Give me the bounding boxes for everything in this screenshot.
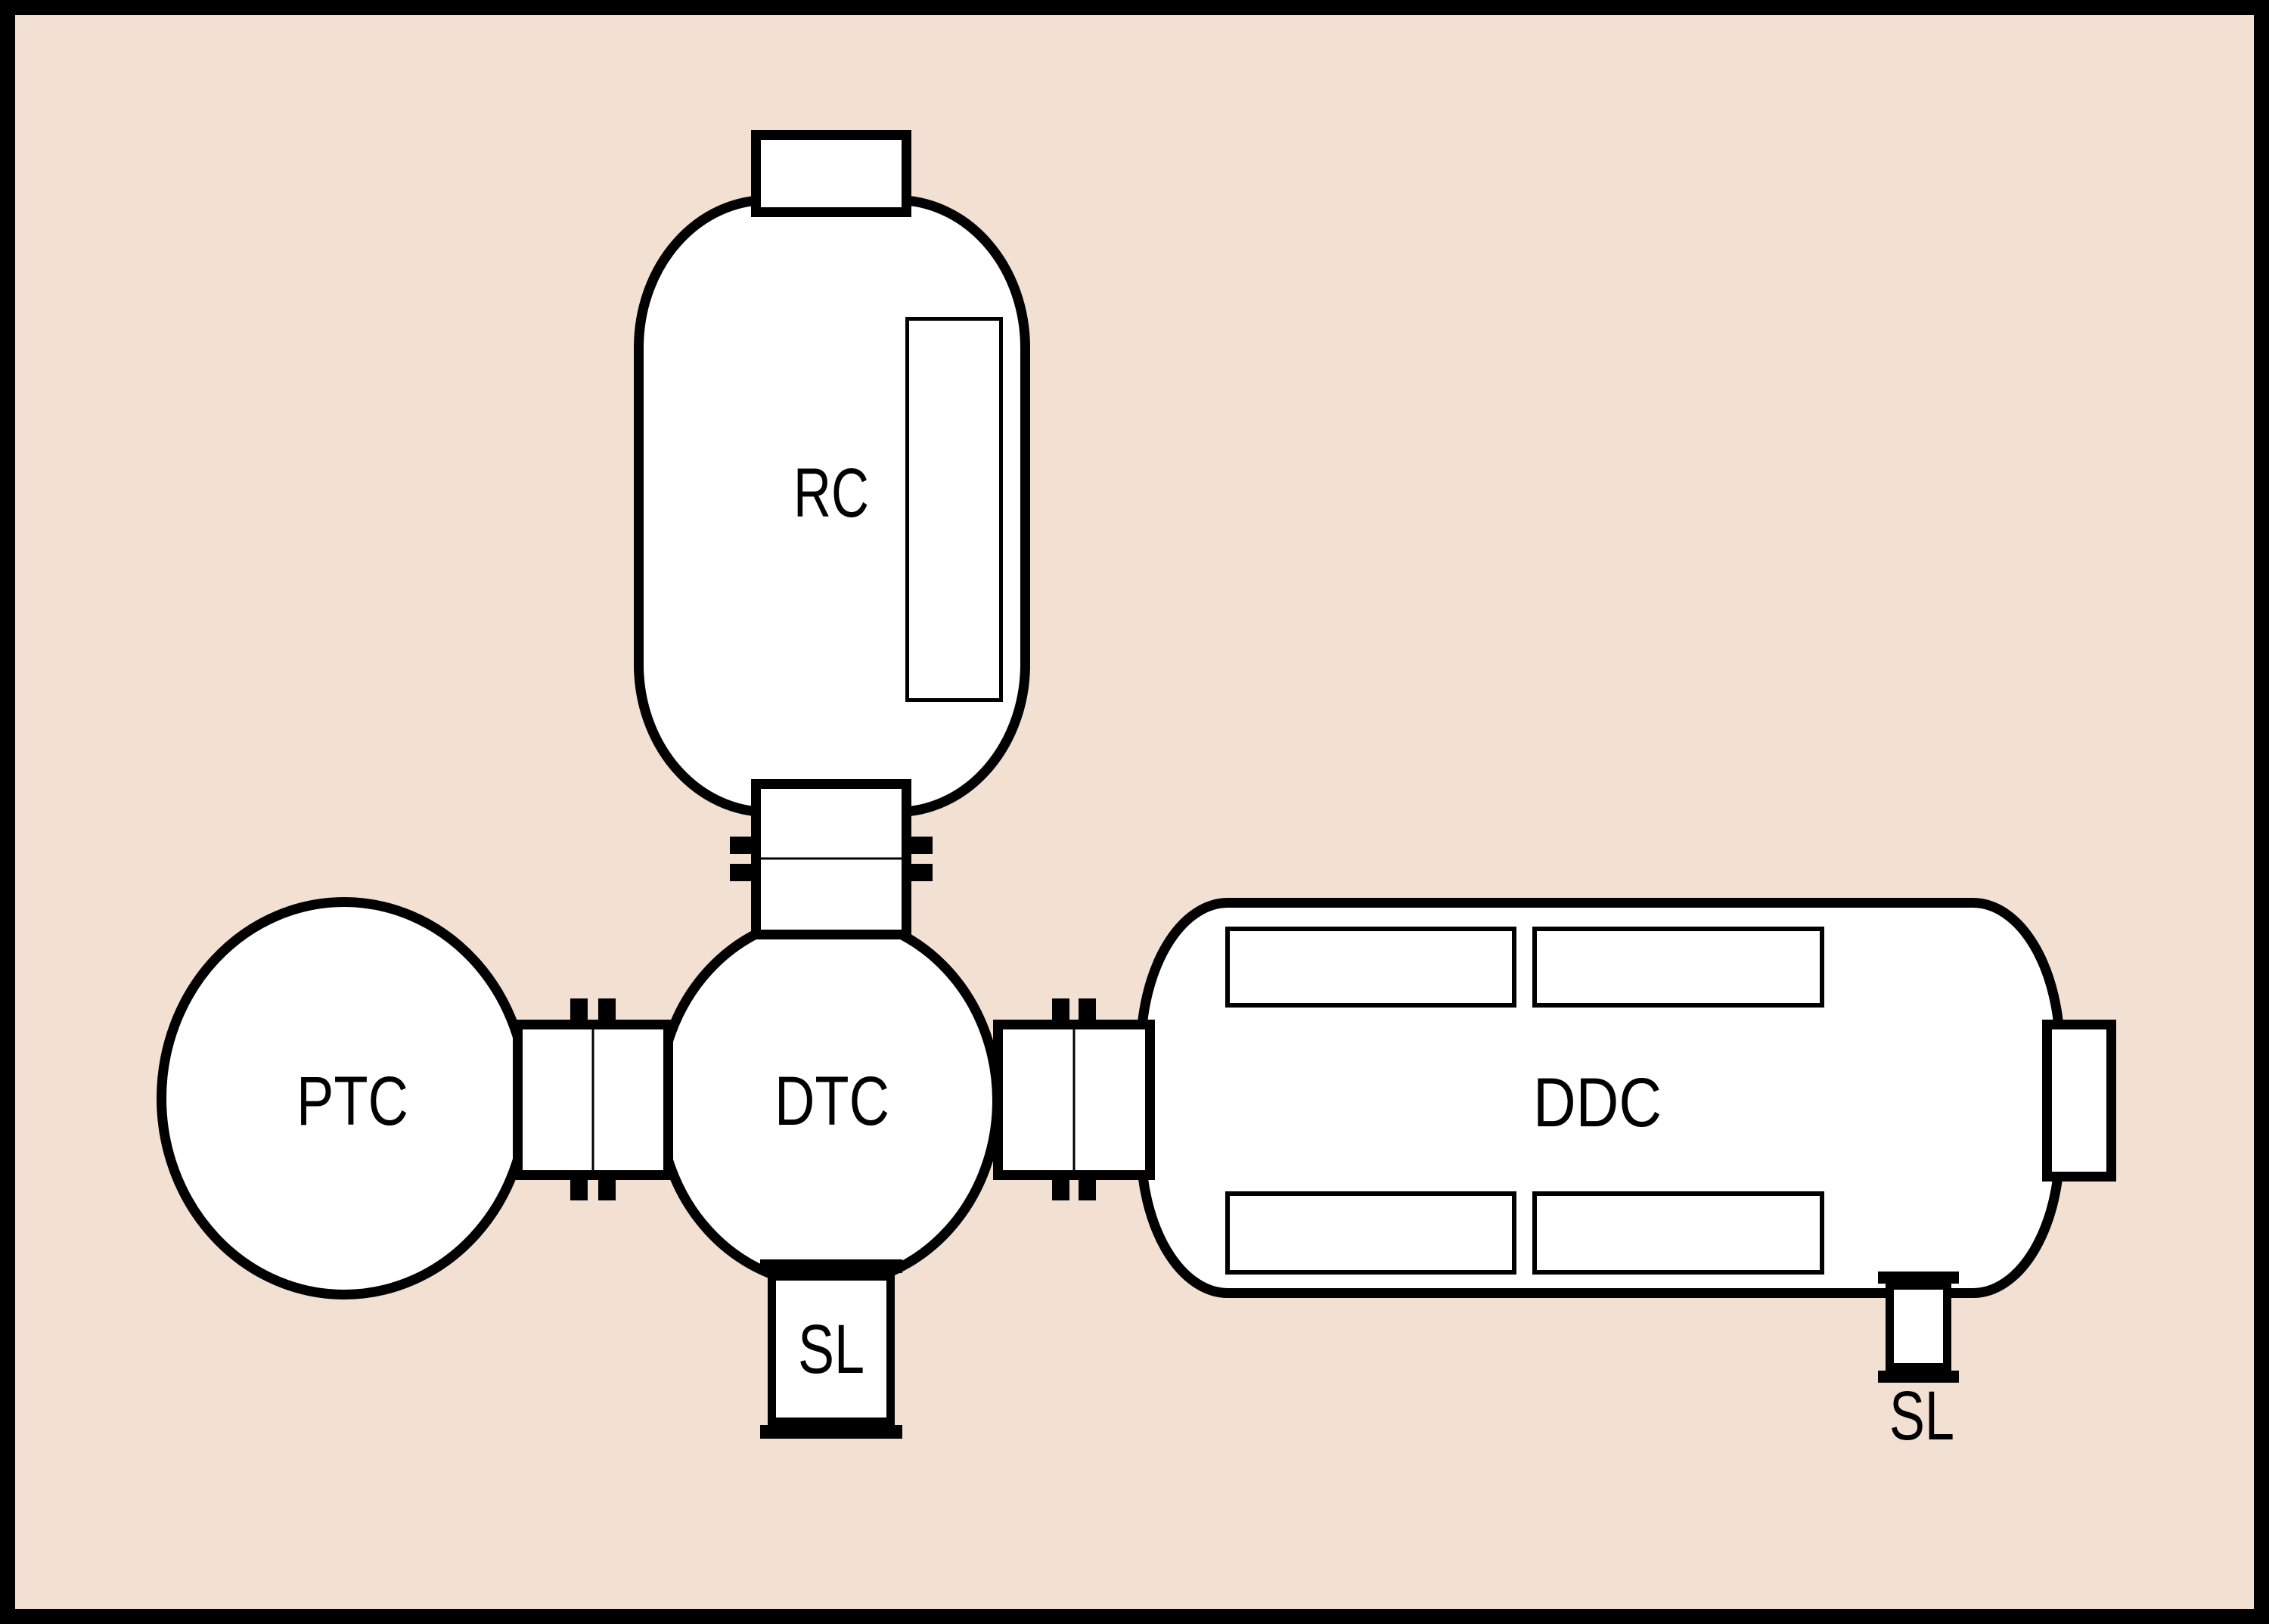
rc-dtc-tick-right-upper [908,837,933,854]
dtc-label: DTC [774,1063,889,1140]
sl-dtc-label: SL [798,1311,864,1388]
ptc-dtc-tick-top-right [598,998,616,1024]
rc-dtc-tick-left-upper [730,837,754,854]
rc-label: RC [793,455,869,532]
ddc-rack-bottom-right [1532,1191,1824,1275]
dtc-ddc-tick-bottom-left [1052,1175,1069,1200]
ddc-rack-bottom-left [1225,1191,1516,1275]
sl-ddc-airlock-bottom-flange [1878,1371,1959,1383]
ptc-dtc-tick-bottom-left [570,1175,588,1200]
dtc-ddc-tick-bottom-right [1079,1175,1096,1200]
ddc-label: DDC [1533,1064,1662,1141]
ptc-dtc-tick-top-left [570,998,588,1024]
sl-ddc-airlock-top-flange [1878,1272,1959,1284]
sl-dtc-airlock-body [768,1272,895,1426]
rc-top-docking-port [751,130,911,217]
dtc-ddc-tick-top-right [1079,998,1096,1024]
sl-dtc-airlock-top-flange [760,1259,902,1273]
sl-dtc-airlock-bottom-flange [760,1425,902,1439]
ptc-label: PTC [296,1063,408,1140]
rc-window-panel [905,317,1003,702]
ddc-right-docking-port [2042,1020,2116,1182]
dtc-ddc-tick-top-left [1052,998,1069,1024]
rc-dtc-tick-right-lower [908,864,933,881]
sl-ddc-airlock-body [1886,1281,1951,1371]
ptc-dtc-tick-bottom-right [598,1175,616,1200]
ddc-rack-top-right [1532,927,1824,1008]
ddc-rack-top-left [1225,927,1516,1008]
sl-ddc-label: SL [1889,1377,1954,1455]
rc-dtc-tick-left-lower [730,864,754,881]
